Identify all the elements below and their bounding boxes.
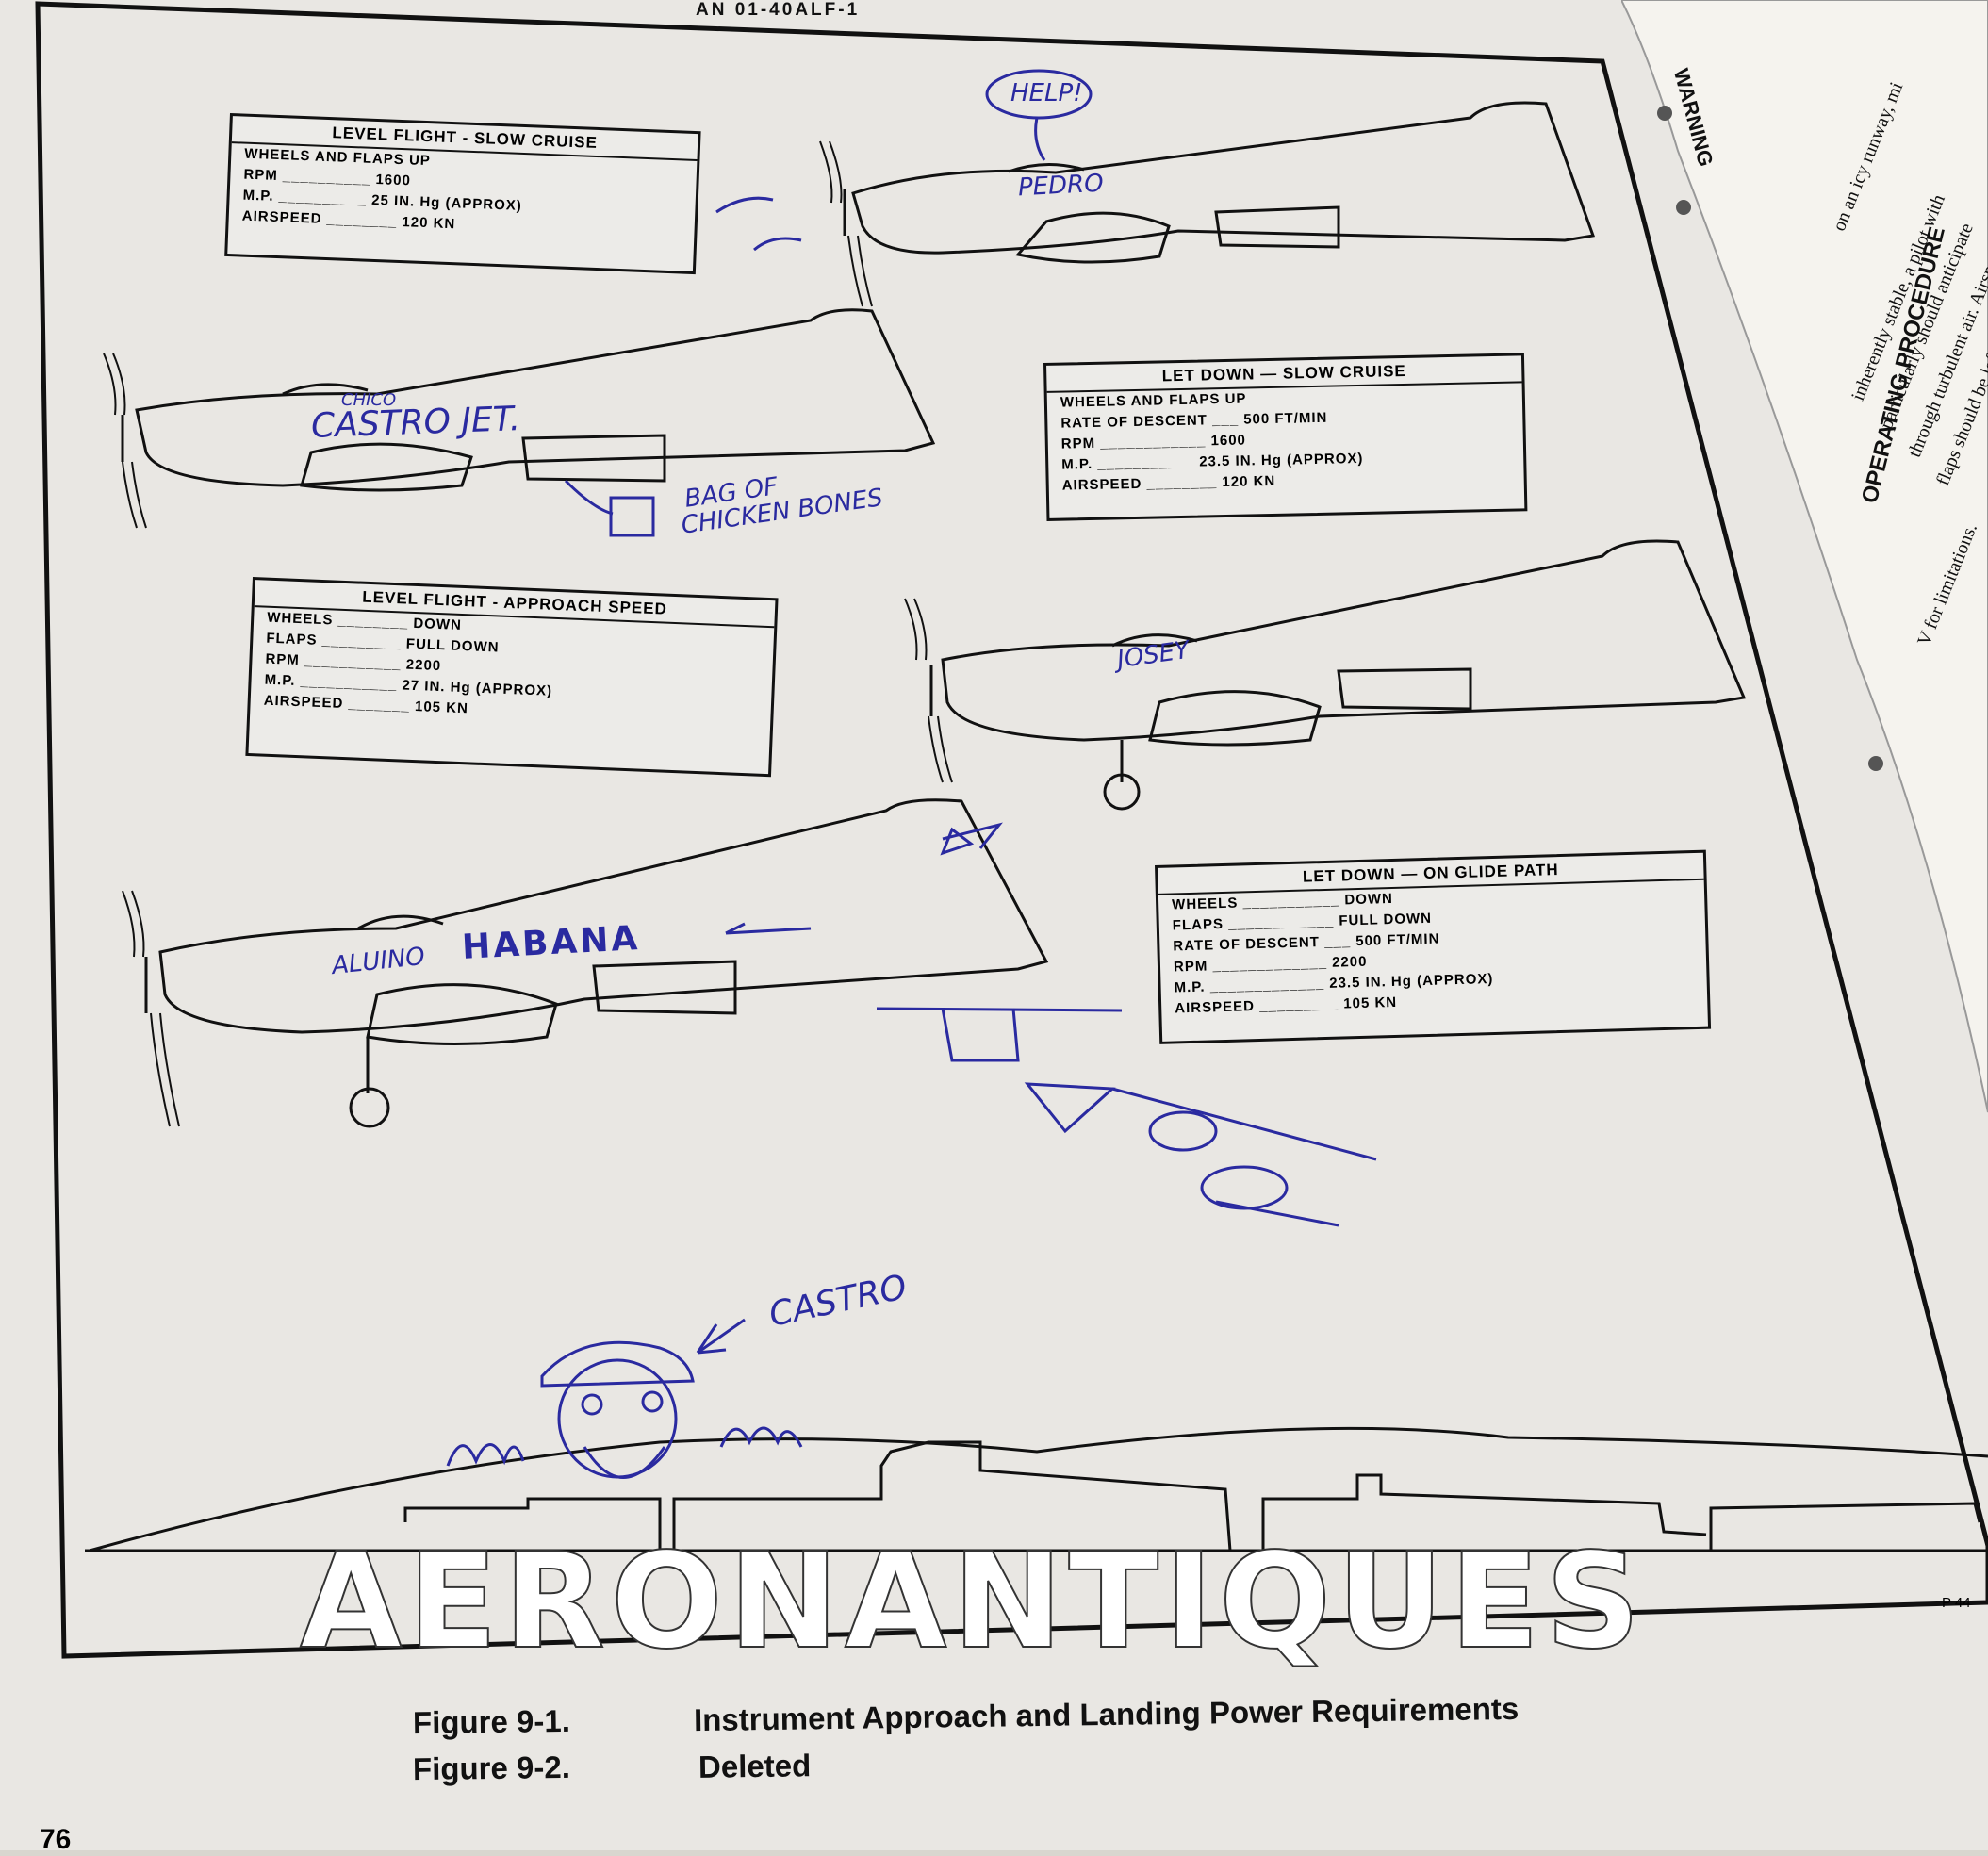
- page-number: 76: [40, 1824, 72, 1855]
- handwriting-help: HELP!: [1010, 79, 1083, 107]
- page-curl: [1621, 0, 1988, 1113]
- caption-figure-number: Figure 9-1.: [412, 1702, 571, 1741]
- handwriting-chico: CHICO: [341, 390, 397, 410]
- handwriting-pedro: PEDRO: [1017, 169, 1105, 203]
- caption-figure-title: Deleted: [698, 1748, 812, 1784]
- aircraft-castro-jet: [121, 308, 936, 492]
- caption-figure-number: Figure 9-2.: [412, 1749, 571, 1787]
- adjacent-page: WARNING OPERATING PROCEDURE inherently s…: [1621, 0, 1988, 1850]
- document-header: AN 01-40ALF-1: [696, 0, 861, 20]
- watermark-logo: AERONANTIQUES: [299, 1524, 1647, 1680]
- box-let-down-slow-cruise: LET DOWN — SLOW CRUISE WHEELS AND FLAPS …: [1043, 353, 1528, 521]
- aircraft-josey: [929, 539, 1747, 811]
- box-level-flight-approach-speed: LEVEL FLIGHT - APPROACH SPEED WHEELS ___…: [245, 577, 779, 778]
- aircraft-slow-cruise: [843, 101, 1596, 264]
- city-skyline: [85, 1426, 1988, 1552]
- pen-doodles: [446, 69, 1377, 1479]
- box-level-flight-slow-cruise: LEVEL FLIGHT - SLOW CRUISE WHEELS AND FL…: [224, 113, 701, 275]
- figure-reference-code: P 44: [1942, 1595, 1971, 1611]
- aircraft-habana: [144, 798, 1049, 1128]
- handwriting-castro-jet: CASTRO JET.: [310, 400, 521, 446]
